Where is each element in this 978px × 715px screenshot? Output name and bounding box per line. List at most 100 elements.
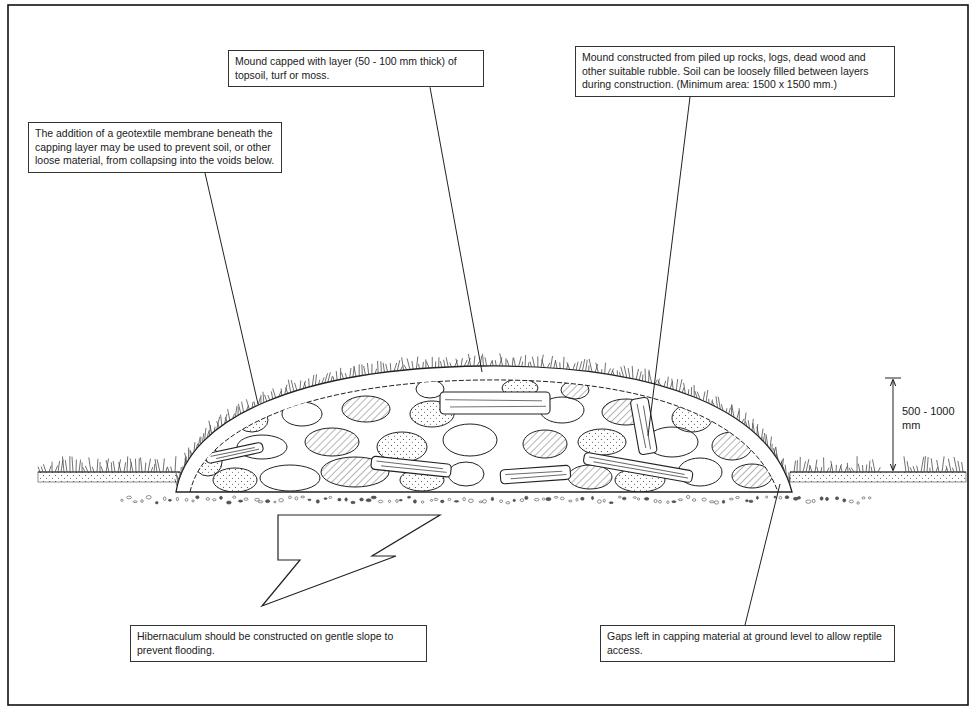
pebble [185,498,188,501]
grass-blade [177,475,179,480]
grass-blade [188,448,189,460]
pebble [258,501,263,503]
grass-blade [242,402,244,413]
grass-blade [624,366,627,378]
grass-blade [632,366,634,379]
grass-blade [667,377,668,388]
log [371,456,452,477]
pebble [206,498,209,501]
pebble [756,496,758,499]
log [630,397,657,455]
grass-blade [41,467,43,472]
grass-blade [416,356,418,369]
dimension-tick [885,378,901,379]
grass-blade [482,354,484,366]
pebble [644,498,649,501]
grass-blade [764,433,765,444]
dimension-label: 500 - 1000 mm [902,404,962,433]
leader-line [205,173,258,404]
grass-blade [176,473,178,483]
grass-blade [781,461,784,470]
pebble [820,497,823,500]
grass-blade [286,388,288,394]
pebble [407,496,410,498]
grass-blade [664,381,666,387]
pebble [371,496,376,499]
grass-blade [92,467,94,472]
pebble [133,501,137,503]
grass-blade [400,366,402,370]
pebble [546,497,551,500]
grass-blade [708,399,709,404]
grass-blade [106,460,109,472]
grass-blade [806,459,809,472]
pebble [633,497,636,499]
grass-blade [100,462,101,472]
grass-blade [748,420,749,429]
wood-grain [234,379,315,403]
pebble [324,498,327,500]
grass-blade [377,361,379,373]
grass-blade [703,392,705,401]
pebble [609,502,613,504]
grass-blade [425,359,426,368]
grass-blade [547,363,550,368]
grass-blade [611,369,613,375]
grass-blade [312,375,314,386]
pebble [659,500,662,503]
pebble [798,496,801,499]
grass-blade [803,461,806,472]
grass-blade [554,361,556,368]
grass-blade [135,459,137,472]
grass-blade [224,414,227,424]
grass-blade [519,356,522,366]
grass-blade [841,466,842,472]
grass-blade [185,458,186,466]
grass-blade [929,468,930,472]
grass-blade [464,360,467,366]
grass-blade [936,467,938,472]
leader-line [648,97,690,436]
grass-blade [485,357,487,366]
pebble [686,495,689,498]
pebble [736,497,740,499]
grass-blade [171,467,172,472]
grass-blade [106,459,109,472]
grass-blade [340,368,341,380]
grass-blade [72,457,73,472]
grass-blade [789,473,790,486]
grass-blade [573,363,575,369]
pebble [569,500,573,502]
pebble [857,502,859,505]
grass-blade [729,408,731,414]
grass-blade [766,434,768,446]
grass-blade [157,459,160,472]
grass-blade [285,385,287,395]
callout-box: Gaps left in capping material at ground … [600,625,895,662]
grass-blade [190,450,192,455]
grass [38,353,963,486]
grass-blade [948,459,951,472]
wood-grain [376,461,447,473]
callout-text: Mound capped with layer (50 - 100 mm thi… [235,55,477,82]
grass-blade [175,456,177,472]
callout-text: Hibernaculum should be constructed on ge… [137,630,420,657]
pebble [525,496,528,499]
pebble [469,499,474,502]
grass-blade [821,467,823,472]
pebble [434,498,438,500]
grass-blade [817,467,818,472]
grass-blade [737,411,739,419]
grass-blade [608,368,611,374]
grass-blade [412,361,413,369]
pebble [672,501,676,503]
grass-blade [444,360,445,367]
grass-blade [55,466,58,472]
pebble [779,496,782,499]
pebble [266,500,270,503]
callout-box: The addition of a geotextile membrane be… [28,122,282,173]
grass-blade [89,457,91,472]
pebble [301,496,305,498]
grass-blade [771,444,772,452]
